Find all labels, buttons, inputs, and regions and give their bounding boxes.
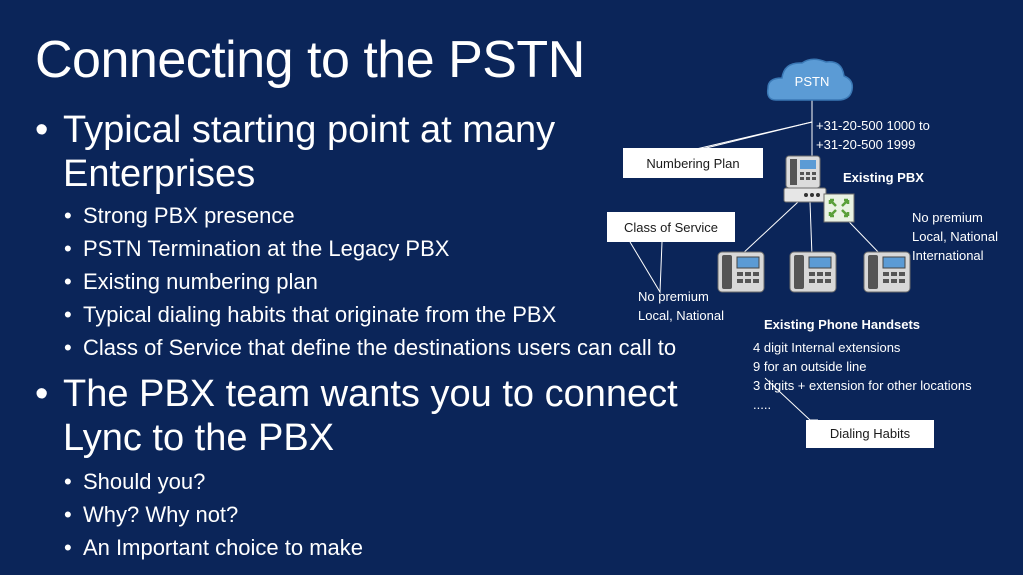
note-line: No premium bbox=[912, 210, 983, 225]
desk-phone-icon bbox=[789, 251, 837, 293]
sub-bullet: • An Important choice to make bbox=[64, 535, 363, 561]
bullet-1-line2: Enterprises bbox=[63, 153, 256, 195]
left-class-note: No premium Local, National bbox=[638, 287, 724, 325]
pbx-handset-link bbox=[809, 201, 813, 257]
sub-bullet: • Typical dialing habits that originate f… bbox=[64, 302, 556, 328]
sub-bullet-text: Typical dialing habits that originate fr… bbox=[83, 302, 557, 327]
handsets-label: Existing Phone Handsets bbox=[764, 317, 921, 332]
sub-bullet-text: Strong PBX presence bbox=[83, 203, 295, 228]
number-range: +31-20-500 1000 to +31-20-500 1999 bbox=[816, 116, 930, 154]
note-line: International bbox=[912, 248, 984, 263]
sub-bullet-marker: • bbox=[64, 203, 72, 228]
bullet-marker: • bbox=[35, 373, 49, 415]
sub-bullet: • Existing numbering plan bbox=[64, 269, 318, 295]
dialing-habits-list: 4 digit Internal extensions 9 for an out… bbox=[753, 338, 972, 414]
sub-bullet: • Strong PBX presence bbox=[64, 203, 295, 229]
sub-bullet: • PSTN Termination at the Legacy PBX bbox=[64, 236, 449, 262]
habit-line: 4 digit Internal extensions bbox=[753, 340, 901, 355]
habit-line: 9 for an outside line bbox=[753, 359, 867, 374]
sub-bullet-marker: • bbox=[64, 535, 72, 560]
number-range-line1: +31-20-500 1000 to bbox=[816, 118, 930, 133]
number-range-line2: +31-20-500 1999 bbox=[816, 137, 916, 152]
sub-bullet-text: An Important choice to make bbox=[83, 535, 364, 560]
sub-bullet-marker: • bbox=[64, 269, 72, 294]
pbx-router-icon bbox=[783, 187, 827, 203]
desk-phone-icon bbox=[863, 251, 911, 293]
sub-bullet: • Should you? bbox=[64, 469, 205, 495]
desk-phone-icon bbox=[717, 251, 765, 293]
habit-line: ..... bbox=[753, 397, 772, 412]
sub-bullet-text: Existing numbering plan bbox=[83, 269, 318, 294]
pbx-phone-icon bbox=[785, 155, 821, 189]
diagram-connectors bbox=[629, 100, 883, 421]
bullet-2-line2: Lync to the PBX bbox=[63, 417, 335, 459]
pbx-handset-link bbox=[739, 201, 799, 257]
sub-bullet-marker: • bbox=[64, 302, 72, 327]
cloud-icon: PSTN bbox=[766, 58, 854, 101]
habit-line: 3 digits + extension for other locations bbox=[753, 378, 972, 393]
right-class-note: No premium Local, National International bbox=[912, 208, 998, 265]
bullet-2-line1: The PBX team wants you to connect bbox=[63, 373, 678, 415]
sub-bullet: • Why? Why not? bbox=[64, 502, 238, 528]
sub-bullet-text: Why? Why not? bbox=[83, 502, 239, 527]
dialing-habits-callout-box: Dialing Habits bbox=[806, 420, 934, 448]
numbering-plan-callout bbox=[697, 121, 813, 151]
sub-bullet-marker: • bbox=[64, 502, 72, 527]
cloud-label: PSTN bbox=[795, 74, 830, 89]
bullet-1-line1: Typical starting point at many bbox=[63, 109, 556, 151]
sub-bullet-text: PSTN Termination at the Legacy PBX bbox=[83, 236, 450, 261]
sub-bullet-marker: • bbox=[64, 335, 72, 360]
sub-bullet-text: Should you? bbox=[83, 469, 206, 494]
bullet-marker: • bbox=[35, 109, 49, 151]
sub-bullet: • Class of Service that define the destin… bbox=[64, 335, 676, 361]
class-of-service-callout bbox=[629, 241, 663, 294]
slide-title: Connecting to the PSTN bbox=[35, 31, 585, 89]
existing-pbx-label: Existing PBX bbox=[843, 170, 924, 185]
note-line: Local, National bbox=[638, 308, 724, 323]
sub-bullet-marker: • bbox=[64, 469, 72, 494]
sub-bullet-text: Class of Service that define the destina… bbox=[83, 335, 677, 360]
note-line: No premium bbox=[638, 289, 709, 304]
numbering-plan-callout-box: Numbering Plan bbox=[623, 148, 763, 178]
sub-bullet-marker: • bbox=[64, 236, 72, 261]
note-line: Local, National bbox=[912, 229, 998, 244]
pbx-switch-icon bbox=[823, 193, 855, 223]
class-of-service-callout-box: Class of Service bbox=[607, 212, 735, 242]
